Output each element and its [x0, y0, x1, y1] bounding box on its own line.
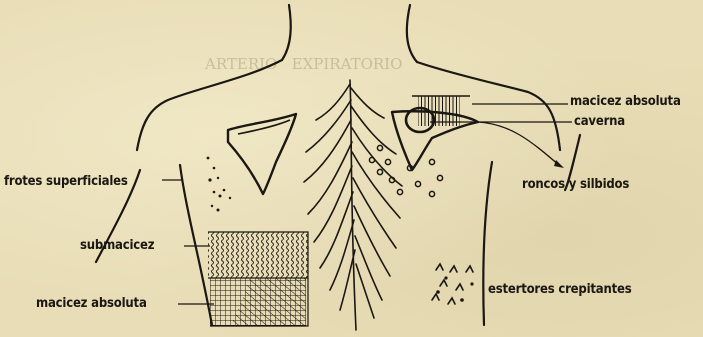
label-caverna: caverna — [574, 114, 625, 129]
left-torso-side — [180, 165, 212, 325]
spine — [350, 80, 356, 330]
estertores-marks — [432, 264, 473, 304]
right-torso-side — [483, 162, 492, 325]
label-roncos-y-silbidos: roncos y silbidos — [522, 177, 629, 192]
leader-roncos — [478, 122, 560, 166]
frotes-dots — [207, 157, 232, 212]
label-macicez-absoluta-right: macicez absoluta — [570, 94, 681, 109]
neck-left-outline — [282, 5, 291, 60]
label-submacicez: submacicez — [80, 238, 154, 253]
left-scapula — [228, 114, 296, 194]
left-shoulder-outline — [137, 60, 282, 150]
label-estertores-crepitantes: estertores crepitantes — [488, 282, 631, 297]
roncos-arrowhead — [554, 160, 564, 168]
label-frotes-superficiales: frotes superficiales — [4, 174, 128, 189]
neck-right-outline — [407, 5, 417, 62]
submacicez-region — [208, 232, 308, 278]
label-macicez-absoluta-left: macicez absoluta — [36, 296, 147, 311]
